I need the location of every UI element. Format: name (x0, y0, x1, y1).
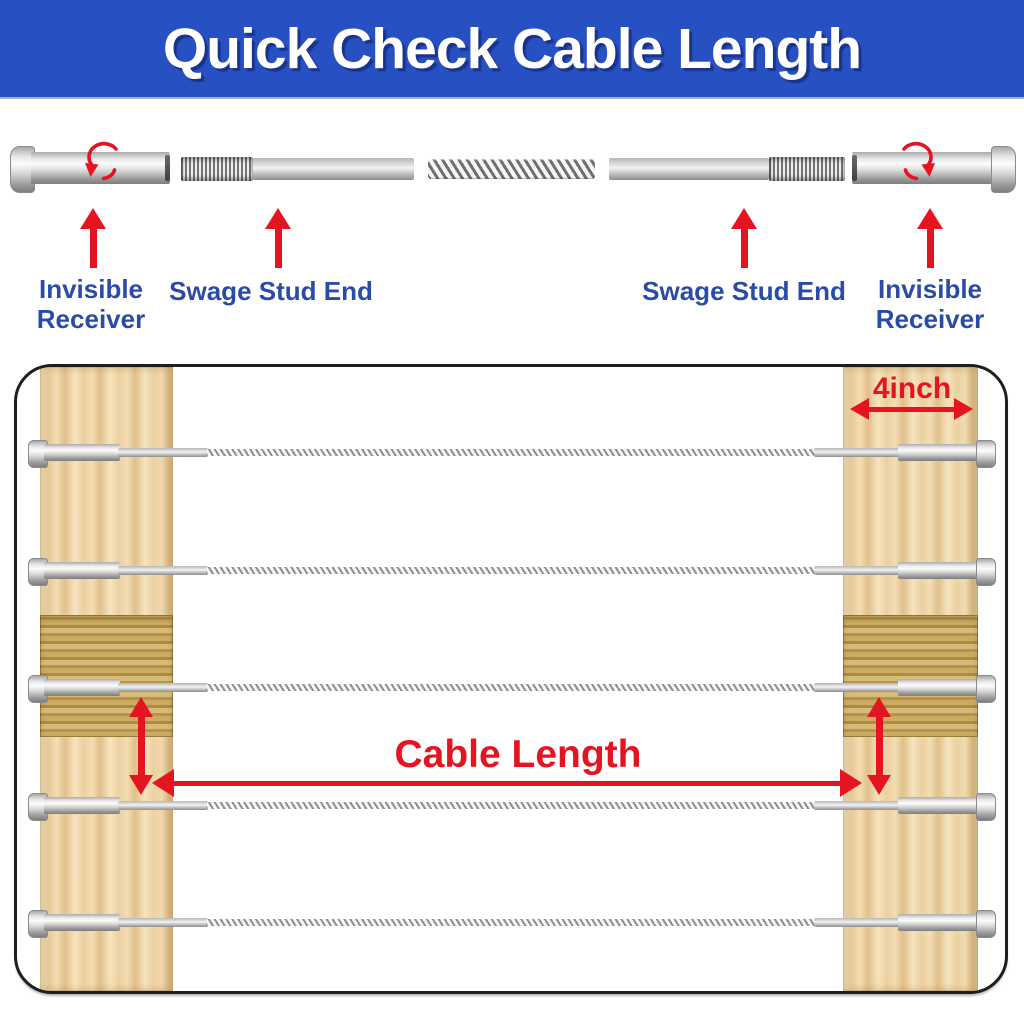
cable-row-3 (17, 675, 1005, 703)
receiver-body-right (898, 797, 978, 814)
part-label-invisible-receiver-right: Invisible Receiver (875, 274, 985, 335)
rail-block-right (843, 615, 978, 737)
cable-spacing-arrow-right-icon (866, 697, 892, 795)
stud-rod-left (118, 683, 208, 692)
cable-spacing-arrow-left-icon (128, 697, 154, 795)
receiver-body-left (44, 444, 120, 461)
stud-rod-right (814, 801, 900, 810)
receiver-bore-left (165, 155, 170, 181)
parts-diagram: Invisible Receiver Swage Stud End Swage … (0, 100, 1024, 350)
receiver-body-left (44, 679, 120, 696)
receiver-body-left (44, 797, 120, 814)
stud-rod-right (814, 683, 900, 692)
cable-wire (206, 684, 816, 691)
stud-rod-right (814, 918, 900, 927)
receiver-body-right (898, 679, 978, 696)
cable-row-1 (17, 440, 1005, 468)
receiver-body-right (898, 562, 978, 579)
pointer-arrow-stud-right-icon (731, 208, 757, 268)
receiver-head-right (976, 793, 996, 821)
receiver-head-right (976, 440, 996, 468)
pointer-arrow-receiver-left-icon (80, 208, 106, 268)
receiver-bore-right (852, 155, 857, 181)
stud-rod-left (118, 918, 208, 927)
receiver-body-left (44, 562, 120, 579)
stud-rod-right (609, 158, 769, 180)
part-label-invisible-receiver-left: Invisible Receiver (36, 274, 146, 335)
cable-wire-middle (428, 159, 595, 179)
part-label-swage-stud-left: Swage Stud End (169, 276, 373, 306)
receiver-head-right (976, 675, 996, 703)
receiver-body-right (898, 444, 978, 461)
pointer-arrow-receiver-right-icon (917, 208, 943, 268)
stud-threads-right (769, 157, 845, 181)
stud-rod-left (118, 801, 208, 810)
post-width-label: 4inch (872, 372, 952, 405)
part-label-swage-stud-right: Swage Stud End (642, 276, 846, 306)
receiver-head-right (991, 146, 1016, 193)
stud-threads-left (181, 157, 253, 181)
pointer-arrow-stud-left-icon (265, 208, 291, 268)
receiver-body-left (44, 914, 120, 931)
cable-row-4 (17, 793, 1005, 821)
cable-wire (206, 567, 816, 574)
stud-rod-left (253, 158, 414, 180)
page-title: Quick Check Cable Length (162, 16, 862, 81)
cable-wire (206, 919, 816, 926)
title-banner: Quick Check Cable Length (0, 0, 1024, 99)
receiver-head-left (10, 146, 35, 193)
stud-rod-right (814, 566, 900, 575)
cable-row-2 (17, 558, 1005, 586)
railing-panel: 4inch Cable Length (14, 364, 1008, 994)
receiver-body-right (898, 914, 978, 931)
stud-rod-right (814, 448, 900, 457)
rotation-arrow-left-icon (85, 141, 118, 181)
post-width-arrow-icon (850, 398, 973, 420)
receiver-head-right (976, 558, 996, 586)
receiver-body-left (31, 152, 170, 184)
cable-length-label: Cable Length (394, 733, 642, 776)
receiver-head-right (976, 910, 996, 938)
cable-row-5 (17, 910, 1005, 938)
stud-rod-left (118, 566, 208, 575)
rotation-arrow-right-icon (902, 141, 935, 181)
stud-rod-left (118, 448, 208, 457)
cable-wire (206, 449, 816, 456)
receiver-body-right (852, 152, 992, 184)
cable-wire (206, 802, 816, 809)
cable-length-arrow-icon (152, 769, 862, 797)
